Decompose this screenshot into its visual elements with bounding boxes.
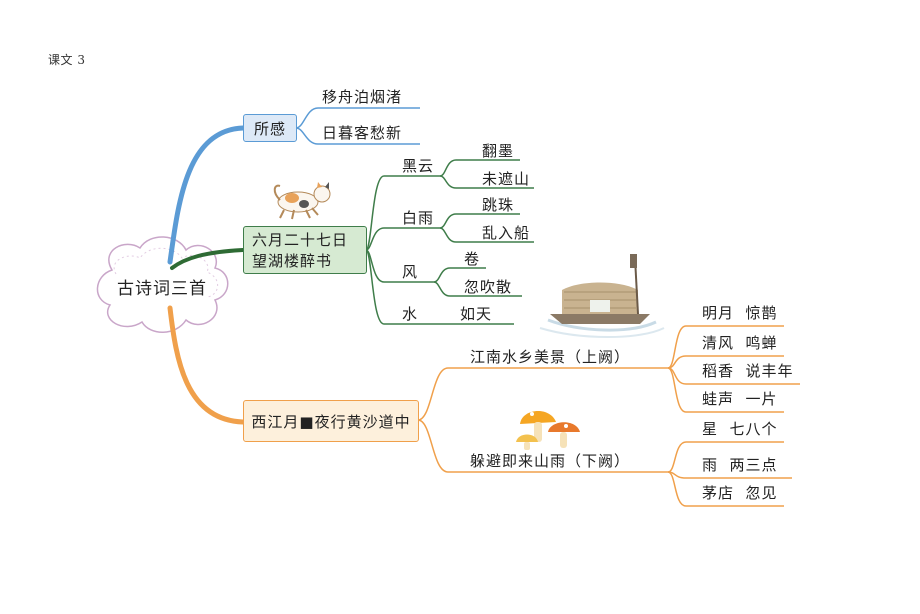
poem3-item: 茅店 忽见 — [702, 484, 778, 502]
poem2-item: 未遮山 — [482, 170, 531, 188]
poem2-item: 卷 — [464, 250, 481, 268]
branch-line-poem2 — [170, 248, 245, 270]
poem2-item: 翻墨 — [482, 142, 515, 160]
branch-line-poem1 — [167, 125, 246, 265]
poem2-title-box: 六月二十七日 望湖楼醉书 — [243, 226, 367, 274]
branch-line-poem3 — [167, 305, 246, 425]
root-label: 古诗词三首 — [117, 279, 207, 299]
poem1-line: 移舟泊烟渚 — [322, 88, 403, 106]
poem2-title-line1: 六月二十七日 — [252, 231, 349, 249]
poem2-group-key: 水 — [402, 305, 419, 323]
poem3-item: 明月 惊鹊 — [702, 304, 778, 322]
poem1-title-box: 所感 — [243, 114, 297, 142]
poem2-group-key: 黑云 — [402, 157, 435, 175]
poem3-item: 蛙声 一片 — [702, 390, 778, 408]
poem3-part-label: 江南水乡美景（上阙） — [470, 348, 631, 366]
boat-illustration — [539, 254, 665, 338]
poem2-group-key: 风 — [402, 263, 419, 281]
cloud-root-shape — [96, 236, 229, 333]
poem1-line: 日暮客愁新 — [322, 124, 403, 142]
poem3-part-label: 躲避即来山雨（下阙） — [470, 452, 631, 470]
lesson-caption: 课文 3 — [48, 53, 86, 67]
poem3-item: 稻香 说丰年 — [702, 362, 794, 380]
poem2-item: 跳珠 — [482, 196, 515, 214]
poem2-group-key: 白雨 — [402, 209, 435, 227]
poem3-title-box: 西江月■夜行黄沙道中 — [243, 400, 419, 442]
poem3-item: 星 七八个 — [702, 420, 778, 438]
poem2-item: 如天 — [460, 305, 493, 323]
poem3-title: 西江月■夜行黄沙道中 — [251, 412, 411, 431]
poem2-item: 乱入船 — [482, 224, 531, 242]
poem3-item: 清风 鸣蝉 — [702, 334, 778, 352]
poem1-title: 所感 — [253, 119, 286, 138]
poem2-item: 忽吹散 — [464, 278, 513, 296]
cat-illustration — [273, 182, 331, 220]
mushroom-illustration — [516, 410, 580, 450]
poem2-title-line2: 望湖楼醉书 — [252, 252, 333, 270]
poem3-item: 雨 两三点 — [702, 456, 778, 474]
